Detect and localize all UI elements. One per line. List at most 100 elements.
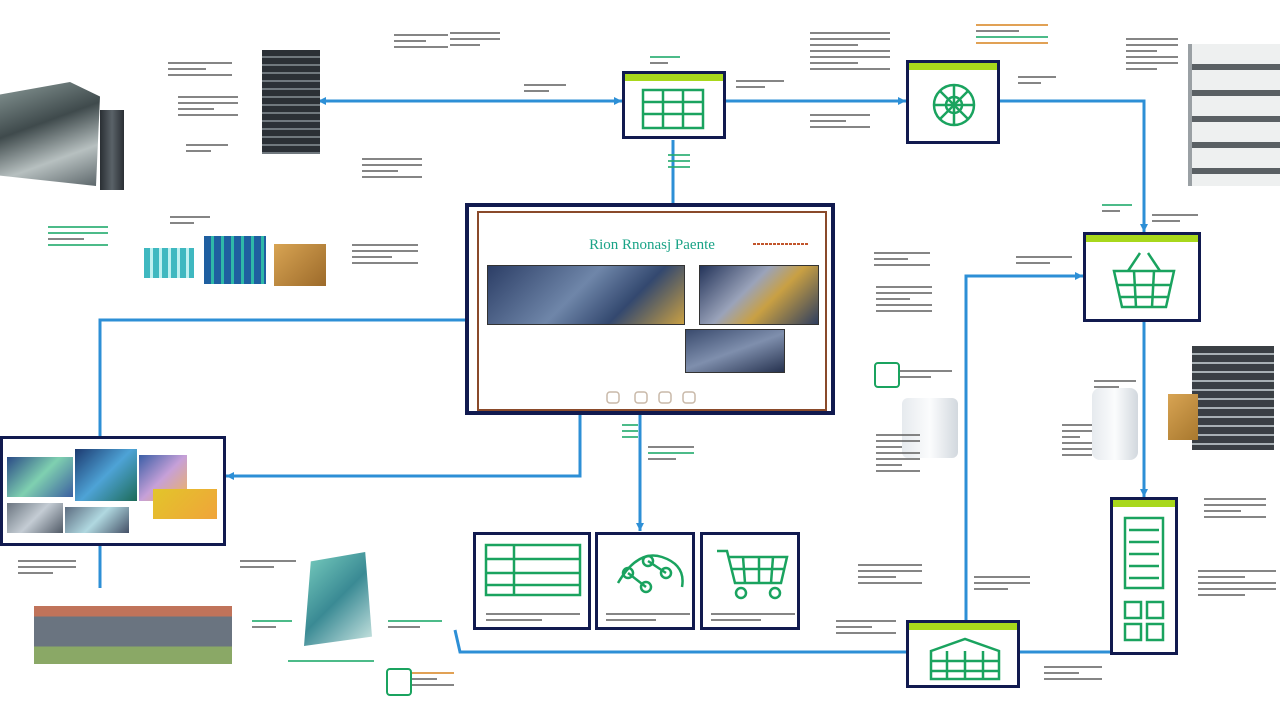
connector bbox=[1000, 99, 1146, 232]
arrowhead bbox=[1075, 272, 1083, 280]
storage-shelf-icon bbox=[1188, 44, 1280, 186]
shopping-cart-icon bbox=[717, 549, 789, 600]
node-accent-bar bbox=[909, 63, 997, 70]
annotation-note bbox=[876, 282, 932, 316]
annotation-note bbox=[170, 212, 210, 228]
annotation-note bbox=[974, 572, 1030, 594]
node-accent-bar bbox=[1086, 235, 1198, 242]
annotation-note bbox=[240, 556, 296, 572]
collage-photo bbox=[153, 489, 217, 519]
cardboard-box-icon bbox=[274, 244, 326, 286]
annotation-note bbox=[288, 656, 374, 666]
network-node bbox=[906, 60, 1000, 144]
shopping-basket-icon bbox=[1112, 252, 1176, 309]
connector bbox=[226, 415, 582, 478]
basket-node bbox=[1083, 232, 1201, 322]
annotation-note bbox=[1198, 566, 1276, 600]
annotation-note bbox=[1204, 494, 1266, 522]
arrowhead bbox=[318, 97, 326, 105]
collage-photo bbox=[7, 457, 73, 497]
annotation-note bbox=[874, 248, 930, 270]
annotation-note bbox=[394, 30, 448, 52]
scribble-text bbox=[753, 243, 809, 245]
annotation-note bbox=[648, 442, 694, 464]
node-accent-bar bbox=[909, 623, 1017, 630]
collage-photo bbox=[65, 507, 129, 533]
collage-photo bbox=[7, 503, 63, 533]
warehouse-icon bbox=[929, 637, 1001, 681]
arrowhead bbox=[1140, 489, 1148, 497]
collage-photo bbox=[75, 449, 137, 501]
operations-photo bbox=[487, 265, 685, 325]
annotation-note bbox=[412, 668, 454, 690]
inventory-list-icon bbox=[1123, 516, 1165, 642]
arrowhead bbox=[636, 523, 644, 531]
arrowhead bbox=[614, 97, 622, 105]
annotation-note bbox=[810, 28, 890, 74]
node-accent-bar bbox=[625, 74, 723, 81]
dashboard-icon bbox=[641, 88, 705, 130]
cardboard-box-icon bbox=[1168, 394, 1198, 440]
annotation-note bbox=[900, 366, 952, 382]
center-panel: Rion Rnonasj Paente bbox=[465, 203, 835, 415]
annotation-note bbox=[1044, 662, 1102, 684]
panel-footer-icons bbox=[606, 391, 697, 410]
annotation-note bbox=[48, 222, 108, 250]
annotation-note bbox=[858, 560, 922, 588]
annotation-note bbox=[388, 616, 442, 632]
connector bbox=[98, 318, 465, 436]
server-stack-illustration bbox=[1192, 346, 1274, 450]
green-badge-icon bbox=[386, 668, 412, 696]
annotation-note bbox=[976, 20, 1048, 48]
annotation-note bbox=[186, 140, 228, 156]
green-rack-illustration bbox=[144, 248, 194, 278]
arrowhead bbox=[1140, 224, 1148, 232]
node-accent-bar bbox=[1113, 500, 1175, 507]
kiosk-illustration bbox=[304, 552, 372, 646]
annotation-note bbox=[668, 150, 690, 172]
green-badge-icon bbox=[874, 362, 900, 388]
annotation-note bbox=[168, 58, 232, 80]
annotation-note bbox=[836, 616, 896, 638]
glass-cylinder-illustration bbox=[1092, 388, 1138, 460]
annotation-note bbox=[450, 28, 500, 50]
list-view-icon bbox=[484, 543, 582, 597]
connector bbox=[453, 629, 906, 654]
annotation-note bbox=[178, 92, 238, 120]
annotation-note bbox=[1016, 252, 1072, 268]
cart-card bbox=[700, 532, 800, 630]
annotation-note bbox=[1102, 200, 1132, 216]
annotation-note bbox=[362, 154, 422, 182]
inventory-node bbox=[1110, 497, 1178, 655]
facility-collage-node bbox=[0, 436, 226, 546]
server-rack-icon bbox=[100, 110, 124, 190]
network-icon bbox=[932, 83, 976, 127]
network-map-icon bbox=[616, 554, 684, 594]
annotation-note bbox=[650, 52, 680, 68]
annotation-note bbox=[1094, 376, 1136, 392]
card-caption bbox=[486, 609, 580, 625]
annotation-note bbox=[352, 240, 418, 268]
card-caption bbox=[711, 609, 795, 625]
annotation-note bbox=[810, 110, 870, 132]
card-caption bbox=[606, 609, 690, 625]
annotation-note bbox=[736, 76, 784, 92]
list-card bbox=[473, 532, 591, 630]
annotation-note bbox=[252, 616, 292, 632]
connector bbox=[964, 274, 1083, 622]
server-warehouse-illustration bbox=[0, 82, 100, 186]
glass-cylinder-illustration bbox=[902, 398, 958, 458]
warehouse-photo bbox=[699, 265, 819, 325]
annotation-note bbox=[1126, 34, 1178, 74]
annotation-note bbox=[622, 420, 638, 442]
center-panel-title: Rion Rnonasj Paente bbox=[589, 237, 715, 253]
arrowhead bbox=[898, 97, 906, 105]
annotation-note bbox=[1018, 72, 1056, 88]
annotation-note bbox=[876, 430, 920, 476]
server-rack-icon bbox=[262, 50, 320, 154]
center-panel-inner-frame: Rion Rnonasj Paente bbox=[477, 211, 827, 411]
map-card bbox=[595, 532, 695, 630]
facility-photo bbox=[685, 329, 785, 373]
warehouse-node bbox=[906, 620, 1020, 688]
